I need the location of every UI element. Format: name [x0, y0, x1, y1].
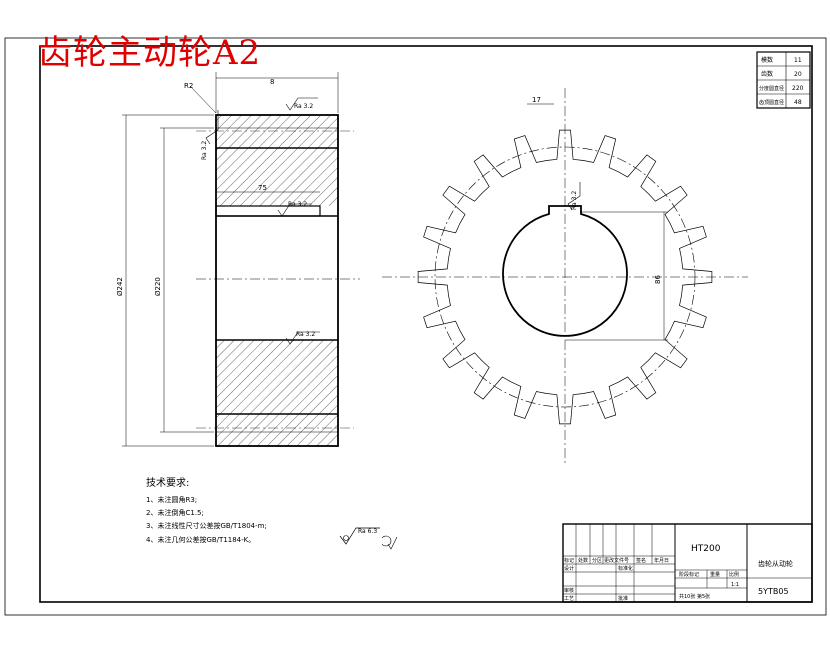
dim-hub-length: 75: [258, 184, 267, 192]
svg-text:Ra 3.2: Ra 3.2: [201, 141, 208, 160]
tb-label-count: 处数: [578, 557, 588, 564]
tb-label-review: 审核: [564, 587, 574, 594]
param-value-4: 48: [794, 99, 802, 106]
tb-scale-value: 1:1: [731, 582, 739, 588]
tb-material: HT200: [691, 544, 721, 554]
gear-front-view: 86 17 Ra 3.2: [382, 88, 748, 466]
svg-text:Ra 3.2: Ra 3.2: [296, 331, 315, 338]
dim-tooth-width: 17: [532, 96, 541, 104]
tb-label-standard: 标准化: [618, 565, 633, 572]
hatch-bottom-web: [216, 340, 338, 414]
tb-label-weight: 重量: [710, 571, 720, 578]
gear-param-table: 模数 11 齿数 20 分度圆直径 220 齿顶圆直径 48: [756, 51, 811, 109]
roughness-mark-2: Ra 3.2: [201, 110, 219, 160]
svg-text:Ra 6.3: Ra 6.3: [358, 528, 377, 535]
param-label-2: 齿数: [761, 70, 773, 78]
tb-label-approve: 批准: [618, 595, 628, 602]
roughness-mark-4: Ra 3.2: [285, 331, 320, 345]
notes-heading: 技术要求:: [146, 476, 189, 489]
dim-outer-diameter: Ø242: [116, 277, 124, 296]
svg-text:Ra 3.2: Ra 3.2: [288, 201, 307, 208]
param-label-4: 齿顶圆直径: [759, 99, 784, 106]
note-3: 3、未注线性尺寸公差按GB/T1804-m;: [146, 521, 267, 530]
section-view: 8 R2 Ø242 Ø220 75 Ra 3.2 Ra 3.2 Ra 3.2: [116, 72, 360, 447]
hatch-top-web: [216, 148, 338, 206]
bore-with-keyway: [502, 205, 628, 337]
hatch-bottom-rim: [216, 414, 338, 446]
tb-label-mark: 标记: [564, 557, 574, 564]
dim-bore: 86: [654, 275, 662, 284]
dim-inner-diameter: Ø220: [154, 277, 162, 296]
param-value-1: 11: [794, 57, 802, 64]
tb-part-name: 齿轮从动轮: [758, 559, 793, 568]
tb-drawing-no: 5YTB05: [758, 587, 789, 596]
outer-border: [4, 37, 827, 616]
dim-top-length: 8: [270, 78, 274, 86]
tb-label-date: 年月日: [654, 557, 669, 564]
tb-sheets: 共10张 第5张: [679, 593, 710, 600]
tb-label-sign: 签名: [636, 557, 646, 564]
gear-teeth-outline: [417, 129, 713, 425]
param-value-2: 20: [794, 71, 802, 78]
svg-text:Ra 3.2: Ra 3.2: [571, 191, 578, 210]
dim-chamfer: R2: [184, 82, 193, 90]
inner-frame: [39, 45, 813, 603]
tb-label-stage: 阶段标记: [679, 571, 699, 578]
tb-label-design: 设计: [564, 565, 574, 572]
gear-body-outline: [215, 114, 339, 447]
roughness-mark-3: Ra 3.2: [277, 201, 312, 217]
roughness-mark-5: Ra 3.2: [567, 182, 581, 211]
title-block: 标记 处数 分区 更改文件号 签名 年月日 设计 标准化 审核 工艺 批准 阶段…: [562, 523, 813, 603]
technical-notes: 技术要求: 1、未注圆角R3; 2、未注倒角C1.5; 3、未注线性尺寸公差按G…: [146, 476, 267, 544]
tb-label-process: 工艺: [564, 596, 574, 602]
general-roughness: Ra 6.3: [339, 527, 398, 550]
param-label-3: 分度圆直径: [759, 85, 784, 92]
note-2: 2、未注倒角C1.5;: [146, 508, 204, 517]
param-label-1: 模数: [761, 56, 773, 64]
note-4: 4、未注几何公差按GB/T1184-K。: [146, 535, 255, 544]
drawing-title: 齿轮主动轮A2: [38, 33, 262, 73]
svg-text:Ra 3.2: Ra 3.2: [294, 103, 313, 110]
note-1: 1、未注圆角R3;: [146, 495, 197, 504]
tb-label-scale: 比例: [729, 571, 739, 578]
tb-label-change: 更改文件号: [604, 557, 629, 564]
roughness-mark-1: Ra 3.2: [285, 97, 318, 111]
tb-label-zone: 分区: [592, 557, 602, 564]
hatch-top-rim: [216, 115, 338, 148]
param-value-3: 220: [792, 85, 804, 92]
